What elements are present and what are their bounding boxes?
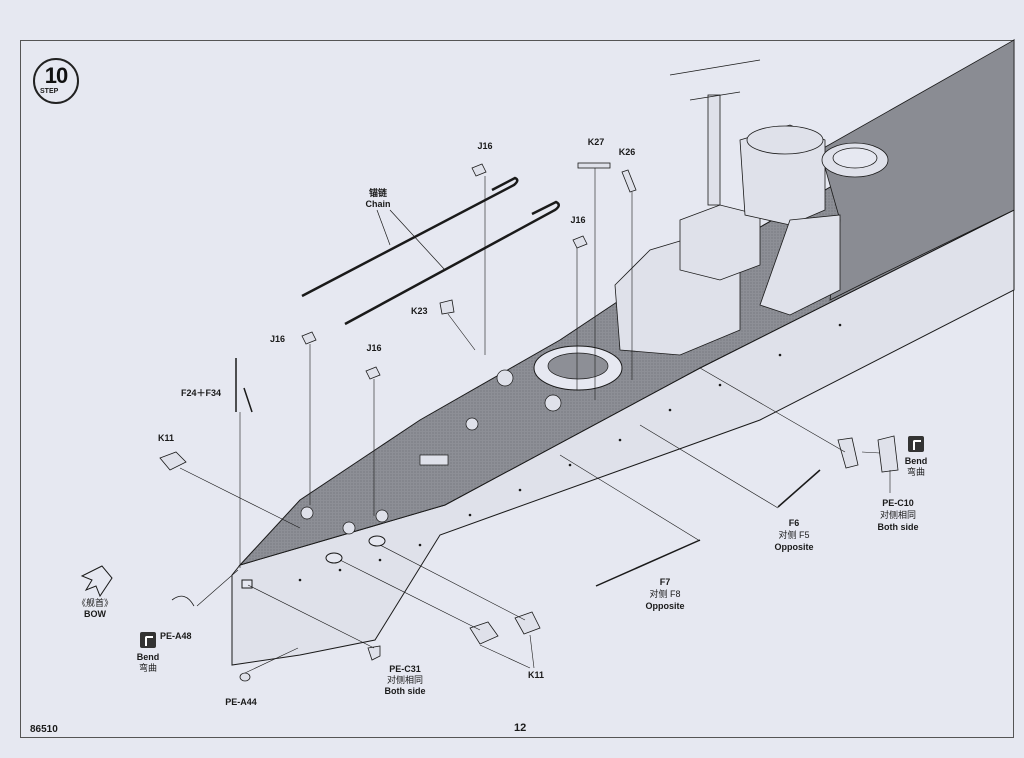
part-label-k11: K11	[158, 433, 175, 443]
part-label-f7: F7	[659, 577, 671, 587]
f6-note-en: Opposite	[774, 542, 814, 552]
page-number: 12	[514, 722, 527, 734]
anchor-chains	[301, 176, 560, 326]
bow-label-cn: 《舰首》	[76, 598, 114, 608]
jack-staffs	[235, 358, 821, 587]
hull-portholes	[298, 323, 842, 582]
bow-arrow-icon	[80, 565, 113, 598]
page-frame	[20, 40, 1014, 738]
pe-c31-note-en: Both side	[384, 686, 426, 696]
pe-c10-note-cn: 对侧相同	[879, 510, 917, 520]
chain-label-cn: 锚链	[368, 188, 388, 198]
part-label-j16: J16	[570, 215, 586, 225]
hawse-holes	[241, 535, 386, 589]
f6-note-cn: 对侧 F5	[778, 530, 810, 540]
pe-c10-note-en: Both side	[877, 522, 919, 532]
f7-note-cn: 对侧 F8	[649, 589, 681, 599]
step-number: 10	[44, 63, 68, 88]
part-label-pe-a44: PE-A44	[225, 697, 257, 707]
superstructure	[614, 59, 889, 356]
pe-c31-note-cn: 对侧相同	[386, 675, 424, 685]
bend-icon	[908, 436, 924, 452]
step-word: STEP	[40, 88, 59, 95]
part-label-j16: J16	[270, 334, 286, 344]
part-label-f24-f34: F24＋F34	[181, 388, 222, 398]
part-label-j16: J16	[366, 343, 382, 353]
bend-label-en: Bend	[136, 652, 160, 662]
small-parts	[159, 162, 899, 682]
bend-icon	[140, 632, 156, 648]
part-label-j16: J16	[477, 141, 493, 151]
bend-label-en: Bend	[904, 456, 928, 466]
bend-label-cn: 弯曲	[906, 467, 926, 477]
part-label-pe-c10: PE-C10	[882, 498, 914, 508]
kit-code: 86510	[30, 724, 58, 735]
chain-label-en: Chain	[365, 199, 391, 209]
part-label-k27: K27	[587, 137, 605, 147]
part-label-k23: K23	[411, 306, 428, 316]
bow-label-en: BOW	[84, 609, 106, 619]
part-label-pe-a48: PE-A48	[160, 631, 192, 641]
part-label-pe-c31: PE-C31	[389, 664, 421, 674]
leader-lines	[179, 168, 891, 674]
part-label-k11: K11	[527, 670, 545, 680]
bend-label-cn: 弯曲	[138, 663, 158, 673]
deck-fittings	[300, 369, 562, 535]
f7-note-en: Opposite	[645, 601, 685, 611]
part-label-f6: F6	[788, 518, 800, 528]
step-badge: 10 STEP	[33, 58, 79, 104]
part-label-k26: K26	[618, 147, 636, 157]
